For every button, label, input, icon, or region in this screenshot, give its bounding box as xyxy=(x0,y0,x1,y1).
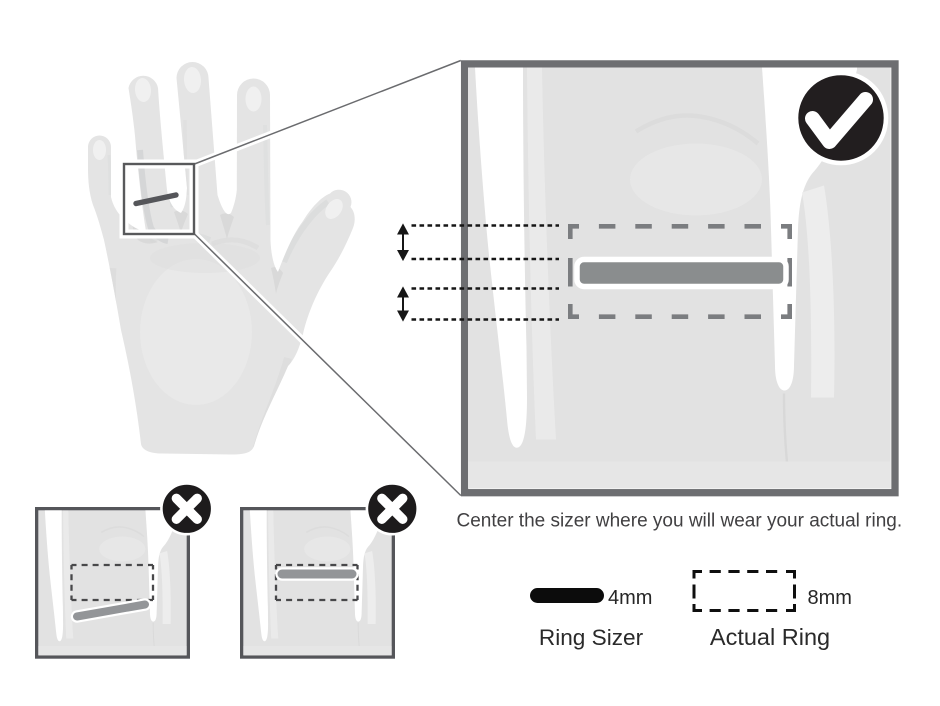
svg-text:Ring Sizer: Ring Sizer xyxy=(539,625,644,650)
svg-text:Center the sizer where you wil: Center the sizer where you will wear you… xyxy=(457,511,903,532)
svg-text:8mm: 8mm xyxy=(808,587,852,609)
svg-text:4mm: 4mm xyxy=(608,587,652,609)
svg-text:Actual Ring: Actual Ring xyxy=(710,624,830,650)
